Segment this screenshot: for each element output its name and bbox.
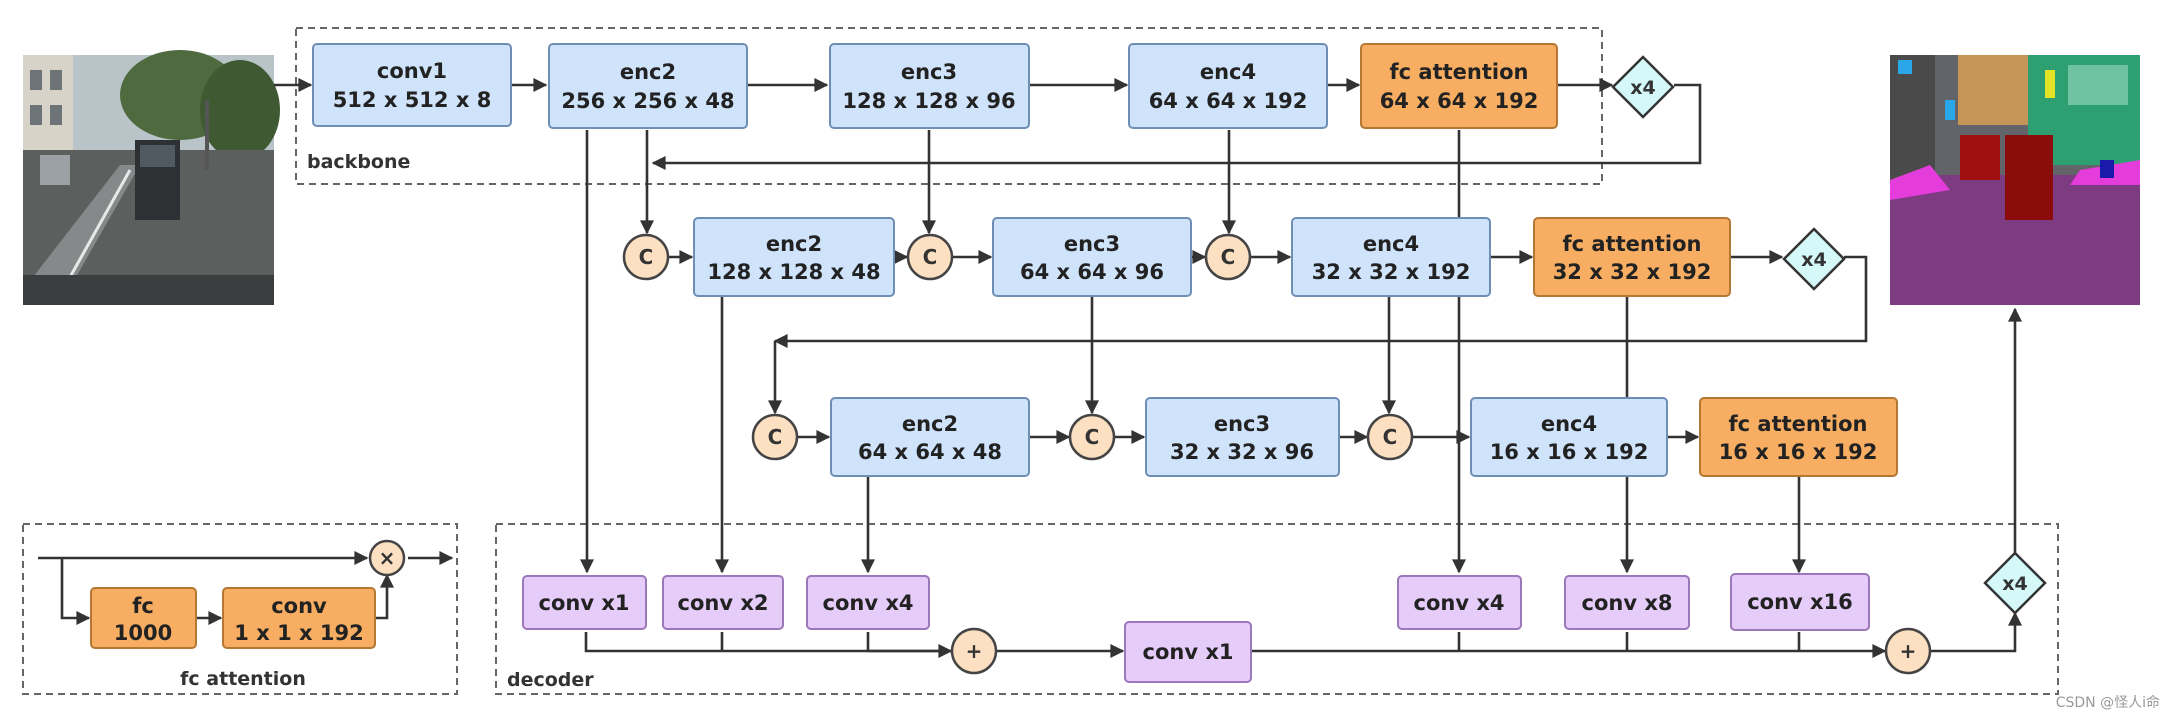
row2-concat-2: C (906, 233, 954, 281)
inset-conv-title: conv (271, 594, 327, 618)
row2-concat-1: C (622, 233, 670, 281)
row1-x4-multiplier: x4 (1611, 55, 1675, 119)
row1-enc3-block: enc3 128 x 128 x 96 (829, 43, 1030, 129)
input-street-image (23, 50, 280, 305)
row1-enc2-block: enc2 256 x 256 x 48 (548, 43, 748, 129)
svg-text:C: C (1221, 245, 1236, 269)
svg-text:C: C (768, 425, 783, 449)
row1-enc2-size: 256 x 256 x 48 (561, 89, 734, 113)
svg-text:conv x1: conv x1 (1143, 640, 1234, 664)
output-segmentation-image (1890, 55, 2140, 305)
svg-text:×: × (379, 546, 396, 570)
row3-concat-1: C (751, 413, 799, 461)
inset-conv-block: conv 1 x 1 x 192 (222, 587, 376, 649)
svg-text:C: C (923, 245, 938, 269)
inset-multiply-op: × (368, 539, 406, 577)
inset-fc-size: 1000 (114, 621, 172, 645)
row2-enc3-block: enc3 64 x 64 x 96 (992, 217, 1192, 297)
decoder-plus-2: + (1884, 627, 1932, 675)
row1-enc4-block: enc4 64 x 64 x 192 (1128, 43, 1328, 129)
decoder-conv-x1-a: conv x1 (522, 575, 647, 630)
inset-fc-block: fc 1000 (90, 587, 197, 649)
row3-enc4-title: enc4 (1541, 412, 1597, 436)
row3-enc4-size: 16 x 16 x 192 (1490, 440, 1649, 464)
backbone-label: backbone (307, 151, 410, 173)
row3-enc2-block: enc2 64 x 64 x 48 (830, 397, 1030, 477)
row2-enc2-block: enc2 128 x 128 x 48 (693, 217, 895, 297)
row2-enc4-title: enc4 (1363, 232, 1419, 256)
row1-enc3-title: enc3 (901, 60, 957, 84)
row2-fc-attention-title: fc attention (1563, 232, 1702, 256)
row3-enc3-size: 32 x 32 x 96 (1170, 440, 1314, 464)
decoder-conv-x1-b: conv x1 (1124, 621, 1252, 683)
connectors (38, 78, 2022, 658)
inset-conv-size: 1 x 1 x 192 (234, 621, 363, 645)
row1-enc4-size: 64 x 64 x 192 (1149, 89, 1308, 113)
row1-fc-attention-title: fc attention (1390, 60, 1529, 84)
row2-enc4-size: 32 x 32 x 192 (1312, 260, 1471, 284)
fc-attention-group-label: fc attention (180, 668, 306, 690)
row1-enc2-title: enc2 (620, 60, 676, 84)
svg-text:x4: x4 (1801, 249, 1826, 271)
svg-text:C: C (1383, 425, 1398, 449)
row2-fc-attention-block: fc attention 32 x 32 x 192 (1533, 217, 1731, 297)
inset-fc-title: fc (132, 594, 154, 618)
svg-text:+: + (966, 639, 983, 663)
row2-enc2-size: 128 x 128 x 48 (707, 260, 880, 284)
row3-enc2-title: enc2 (902, 412, 958, 436)
decoder-group-border (495, 523, 2059, 695)
decoder-x4-multiplier: x4 (1983, 551, 2047, 615)
decoder-label: decoder (507, 669, 594, 691)
svg-text:x4: x4 (2002, 573, 2027, 595)
row3-fc-attention-title: fc attention (1729, 412, 1868, 436)
svg-text:+: + (1900, 639, 1917, 663)
row2-enc2-title: enc2 (766, 232, 822, 256)
row1-fc-attention-size: 64 x 64 x 192 (1380, 89, 1539, 113)
svg-text:conv x4: conv x4 (1414, 591, 1505, 615)
conv1-title: conv1 (377, 59, 447, 83)
fc-attention-group-border (22, 523, 458, 695)
svg-text:C: C (639, 245, 654, 269)
row2-fc-attention-size: 32 x 32 x 192 (1553, 260, 1712, 284)
svg-text:conv x4: conv x4 (823, 591, 914, 615)
decoder-conv-x4-a: conv x4 (806, 575, 930, 630)
row2-enc3-size: 64 x 64 x 96 (1020, 260, 1164, 284)
row3-concat-3: C (1366, 413, 1414, 461)
decoder-conv-x16: conv x16 (1730, 573, 1870, 631)
row2-enc3-title: enc3 (1064, 232, 1120, 256)
conv1-size: 512 x 512 x 8 (333, 88, 492, 112)
svg-text:conv x8: conv x8 (1582, 591, 1673, 615)
backbone-group-border (295, 27, 1603, 185)
row3-fc-attention-size: 16 x 16 x 192 (1719, 440, 1878, 464)
decoder-conv-x8: conv x8 (1564, 575, 1690, 630)
svg-text:conv x2: conv x2 (678, 591, 769, 615)
decoder-conv-x4-b: conv x4 (1397, 575, 1522, 630)
row3-concat-2: C (1068, 413, 1116, 461)
svg-text:x4: x4 (1630, 77, 1655, 99)
decoder-conv-x2: conv x2 (662, 575, 784, 630)
row2-enc4-block: enc4 32 x 32 x 192 (1291, 217, 1491, 297)
row1-fc-attention-block: fc attention 64 x 64 x 192 (1360, 43, 1558, 129)
csdn-watermark: CSDN @怪人i命 (2056, 694, 2160, 711)
svg-text:conv x16: conv x16 (1747, 590, 1853, 614)
svg-text:C: C (1085, 425, 1100, 449)
row3-enc3-title: enc3 (1214, 412, 1270, 436)
row1-enc4-title: enc4 (1200, 60, 1256, 84)
row2-concat-3: C (1204, 233, 1252, 281)
row1-enc3-size: 128 x 128 x 96 (842, 89, 1015, 113)
row3-fc-attention-block: fc attention 16 x 16 x 192 (1699, 397, 1898, 477)
row2-x4-multiplier: x4 (1782, 227, 1846, 291)
row3-enc2-size: 64 x 64 x 48 (858, 440, 1002, 464)
svg-text:conv x1: conv x1 (539, 591, 630, 615)
row3-enc4-block: enc4 16 x 16 x 192 (1470, 397, 1668, 477)
conv1-block: conv1 512 x 512 x 8 (312, 43, 512, 127)
row3-enc3-block: enc3 32 x 32 x 96 (1145, 397, 1340, 477)
decoder-plus-1: + (950, 627, 998, 675)
